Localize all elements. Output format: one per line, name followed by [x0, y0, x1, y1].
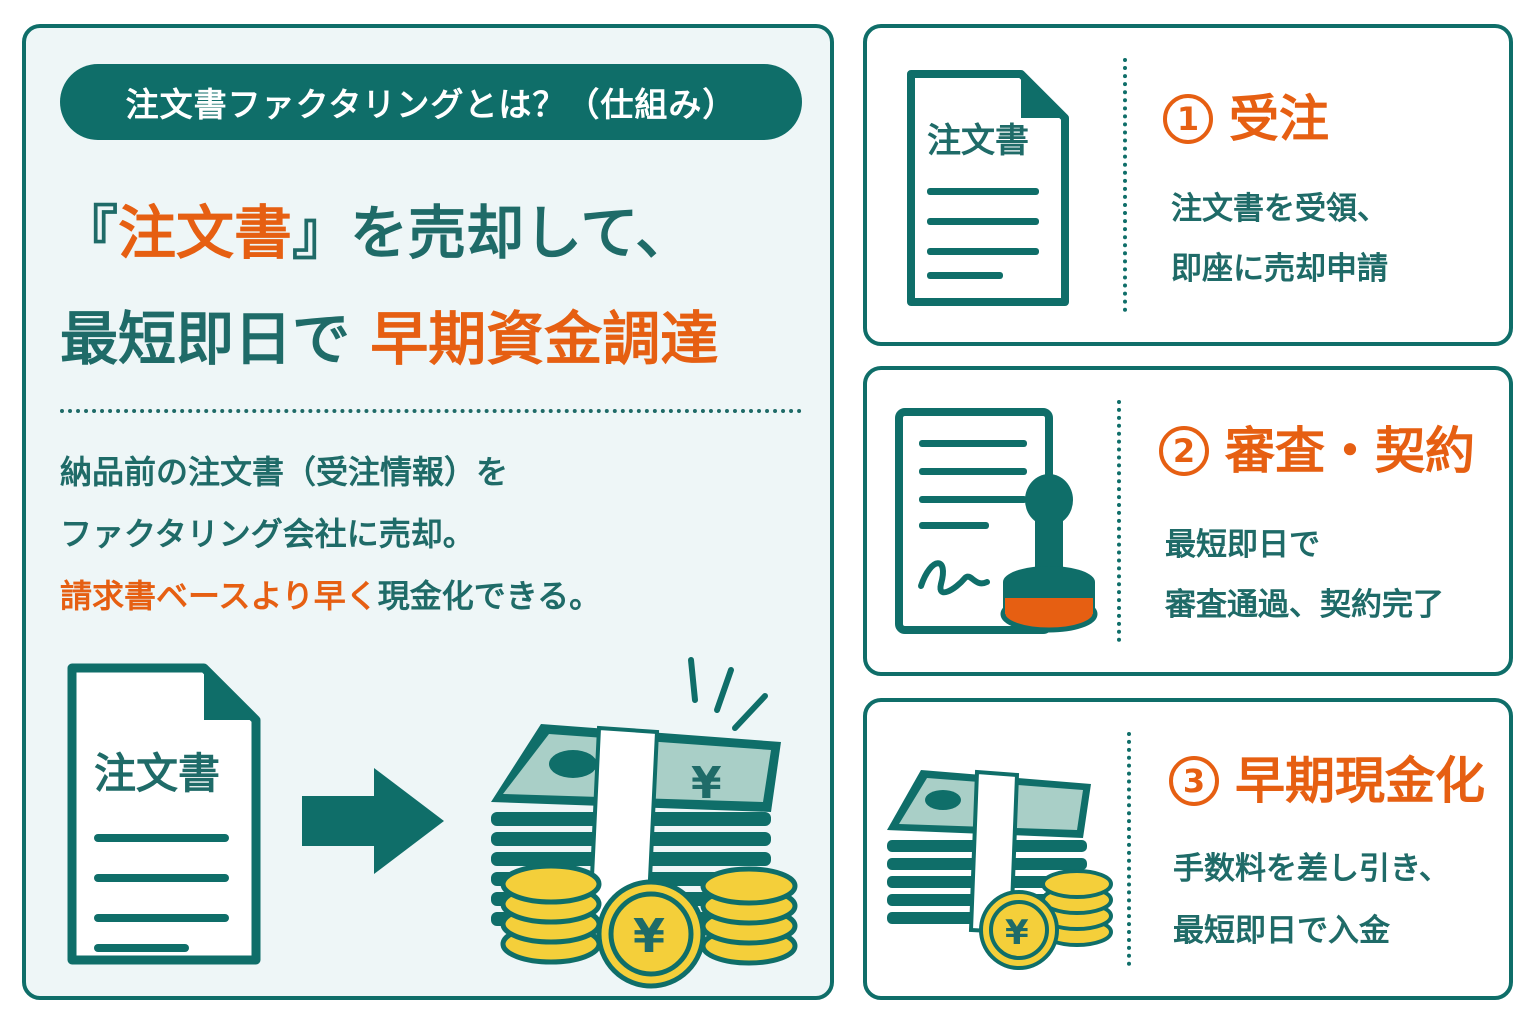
- document-label: 注文書: [94, 749, 220, 798]
- bill-yen-symbol: ¥: [691, 758, 722, 809]
- step3-yen-symbol: ¥: [1005, 913, 1029, 953]
- section-title: 注文書ファクタリングとは？（仕組み）: [125, 85, 737, 124]
- step1-desc-line-2: 即座に売却申請: [1171, 251, 1388, 287]
- headline-lead-2: 最短即日で: [60, 305, 351, 373]
- step3-desc-line-1: 手数料を差し引き、: [1173, 851, 1450, 887]
- step1-desc-line-1: 注文書を受領、: [1171, 191, 1388, 227]
- headline-accent-order: 注文書: [118, 199, 293, 267]
- step1-document-label: 注文書: [927, 121, 1029, 161]
- step2-desc-line-2: 審査通過、契約完了: [1165, 587, 1444, 623]
- body-line-3: 請求書ベースより早く現金化できる。: [60, 580, 601, 612]
- body-line-2: ファクタリング会社に売却。: [60, 515, 475, 553]
- step2-desc-line-1: 最短即日で: [1165, 527, 1320, 563]
- document-icon: 注文書: [67, 663, 261, 965]
- body-line-1: 納品前の注文書（受注情報）を: [60, 453, 509, 491]
- right-arrow-icon: [302, 768, 444, 874]
- section-title-pill: 注文書ファクタリングとは？（仕組み）: [60, 64, 802, 140]
- step1-number: 1: [1163, 94, 1213, 144]
- headline-accent-funding: 早期資金調達: [370, 305, 719, 373]
- body-rest: 現金化できる。: [377, 577, 602, 615]
- coin-yen-symbol: ¥: [633, 909, 665, 963]
- overview-panel: 注文書ファクタリングとは？（仕組み） 『注文書』を売却して、 最短即日で 早期資…: [22, 24, 834, 1000]
- headline-line-2: 最短即日で 早期資金調達: [60, 310, 718, 368]
- step2-divider: [1117, 400, 1121, 642]
- stamped-contract-icon: [895, 408, 1098, 634]
- dotted-divider: [60, 409, 802, 413]
- step1-divider: [1123, 58, 1127, 312]
- headline-open-bracket: 『: [60, 199, 119, 267]
- step2-number: 2: [1159, 426, 1209, 476]
- document-icon: 注文書: [907, 70, 1069, 306]
- money-stack-icon: ¥: [887, 769, 1113, 970]
- step3-title-text: 早期現金化: [1235, 752, 1485, 810]
- body-accent: 請求書ベースより早く: [60, 577, 378, 615]
- headline-line-1: 『注文書』を売却して、: [60, 204, 693, 262]
- step1-title-text: 受注: [1229, 90, 1329, 148]
- step3-desc-line-2: 最短即日で入金: [1173, 913, 1390, 949]
- step2-title-text: 審査・契約: [1225, 422, 1475, 480]
- headline-rest-1: 』を売却して、: [292, 199, 694, 267]
- step3-number: 3: [1169, 756, 1219, 806]
- money-stack-icon: ¥ ¥: [491, 657, 798, 989]
- step3-divider: [1127, 732, 1131, 966]
